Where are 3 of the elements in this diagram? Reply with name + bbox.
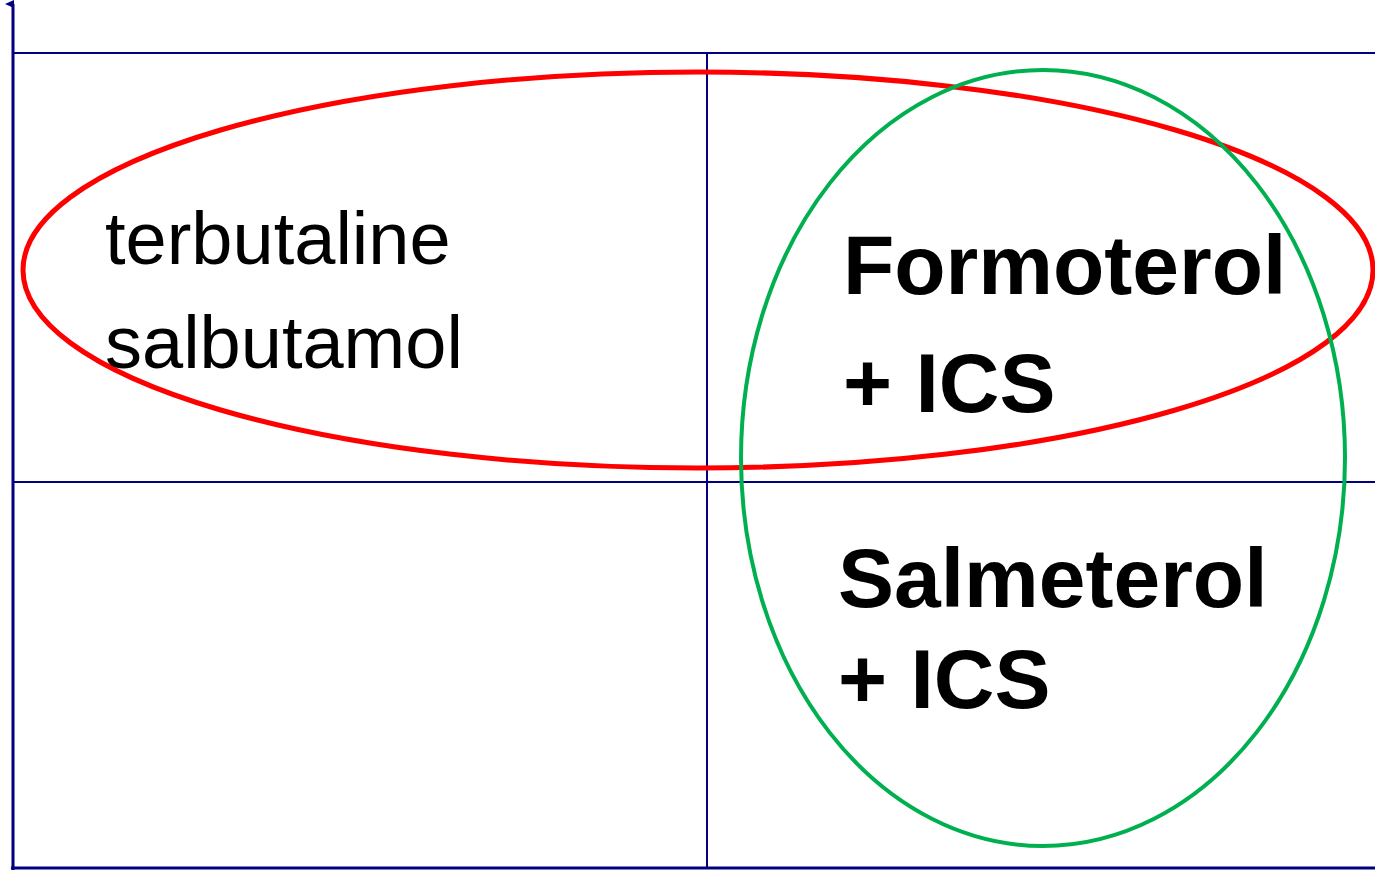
drug-label: terbutaline salbutamol — [105, 196, 464, 386]
drug-label: Salmeterol + ICS — [838, 530, 1269, 728]
drug-label: Formoterol + ICS — [843, 217, 1288, 432]
